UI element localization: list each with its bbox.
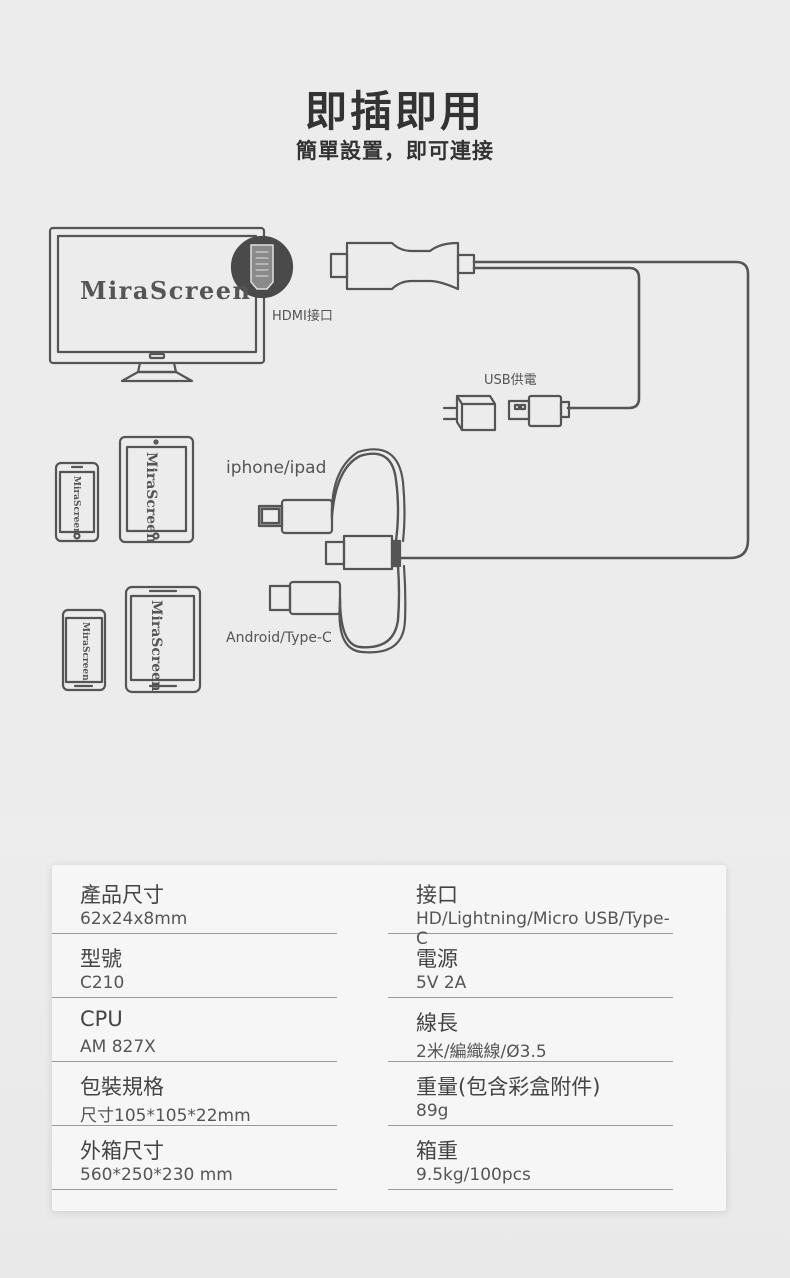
spec-value: 5V 2A xyxy=(416,973,467,993)
iphone-ipad-label: iphone/ipad xyxy=(226,458,327,478)
usb-power-label: USB供電 xyxy=(484,373,537,388)
spec-card: 產品尺寸 62x24x8mm 型號 C210 CPU AM 827X 包裝規格 … xyxy=(52,865,726,1211)
tablet-brand-label: MiraScreen xyxy=(143,452,159,544)
usb-plug-icon xyxy=(507,394,571,428)
tablet-icon xyxy=(118,435,195,544)
connection-diagram xyxy=(48,226,750,694)
hdmi-dongle-icon xyxy=(329,241,476,291)
spec-label: 箱重 xyxy=(416,1139,458,1163)
spec-item: 包裝規格 尺寸105*105*22mm xyxy=(52,1061,337,1126)
spec-item: 箱重 9.5kg/100pcs xyxy=(388,1125,673,1190)
android-phone-icon xyxy=(61,608,107,692)
android-tablet-icon xyxy=(124,585,202,694)
phone-icon xyxy=(54,461,100,543)
spec-label: CPU xyxy=(80,1007,123,1031)
spec-label: 包裝規格 xyxy=(80,1075,164,1099)
spec-item: 接口 HD/Lightning/Micro USB/Type-C xyxy=(388,869,673,949)
page-subtitle: 簡單設置，即可連接 xyxy=(296,139,494,163)
monitor-brand-label: MiraScreen xyxy=(80,276,252,305)
spec-item: CPU AM 827X xyxy=(52,997,337,1062)
phone-brand-label: MiraScreen xyxy=(71,476,81,535)
spec-item: 型號 C210 xyxy=(52,933,337,998)
spec-label: 外箱尺寸 xyxy=(80,1139,164,1163)
android-label: Android/Type-C xyxy=(226,630,332,646)
hdmi-label: HDMI接口 xyxy=(272,309,333,324)
spec-label: 重量(包含彩盒附件) xyxy=(416,1075,601,1099)
micro-usb-connector-icon xyxy=(324,534,402,571)
spec-value: AM 827X xyxy=(80,1037,156,1057)
spec-value: C210 xyxy=(80,973,125,993)
spec-value: 89g xyxy=(416,1101,449,1121)
spec-label: 線長 xyxy=(416,1011,458,1035)
type-c-connector-icon xyxy=(268,580,342,616)
hdmi-port-icon xyxy=(230,235,294,299)
page-title: 即插即用 xyxy=(304,87,485,136)
spec-value: HD/Lightning/Micro USB/Type-C xyxy=(416,909,670,949)
spec-value: 2米/編織線/Ø3.5 xyxy=(416,1042,547,1062)
spec-item: 外箱尺寸 560*250*230 mm xyxy=(52,1125,337,1190)
spec-label: 產品尺寸 xyxy=(80,883,164,907)
spec-item: 線長 2米/編織線/Ø3.5 xyxy=(388,997,673,1062)
spec-label: 電源 xyxy=(416,947,458,971)
spec-value: 尺寸105*105*22mm xyxy=(80,1106,251,1126)
spec-value: 62x24x8mm xyxy=(80,909,188,929)
spec-item: 電源 5V 2A xyxy=(388,933,673,998)
spec-label: 型號 xyxy=(80,947,122,971)
android-phone-brand-label: MiraScreen xyxy=(80,622,90,681)
spec-label: 接口 xyxy=(416,883,458,907)
spec-value: 9.5kg/100pcs xyxy=(416,1165,531,1185)
spec-value: 560*250*230 mm xyxy=(80,1165,233,1185)
spec-item: 產品尺寸 62x24x8mm xyxy=(52,869,337,934)
lightning-connector-icon xyxy=(257,498,334,535)
spec-item: 重量(包含彩盒附件) 89g xyxy=(388,1061,673,1126)
power-adapter-icon xyxy=(442,394,497,432)
android-tablet-brand-label: MiraScreen xyxy=(148,600,164,692)
